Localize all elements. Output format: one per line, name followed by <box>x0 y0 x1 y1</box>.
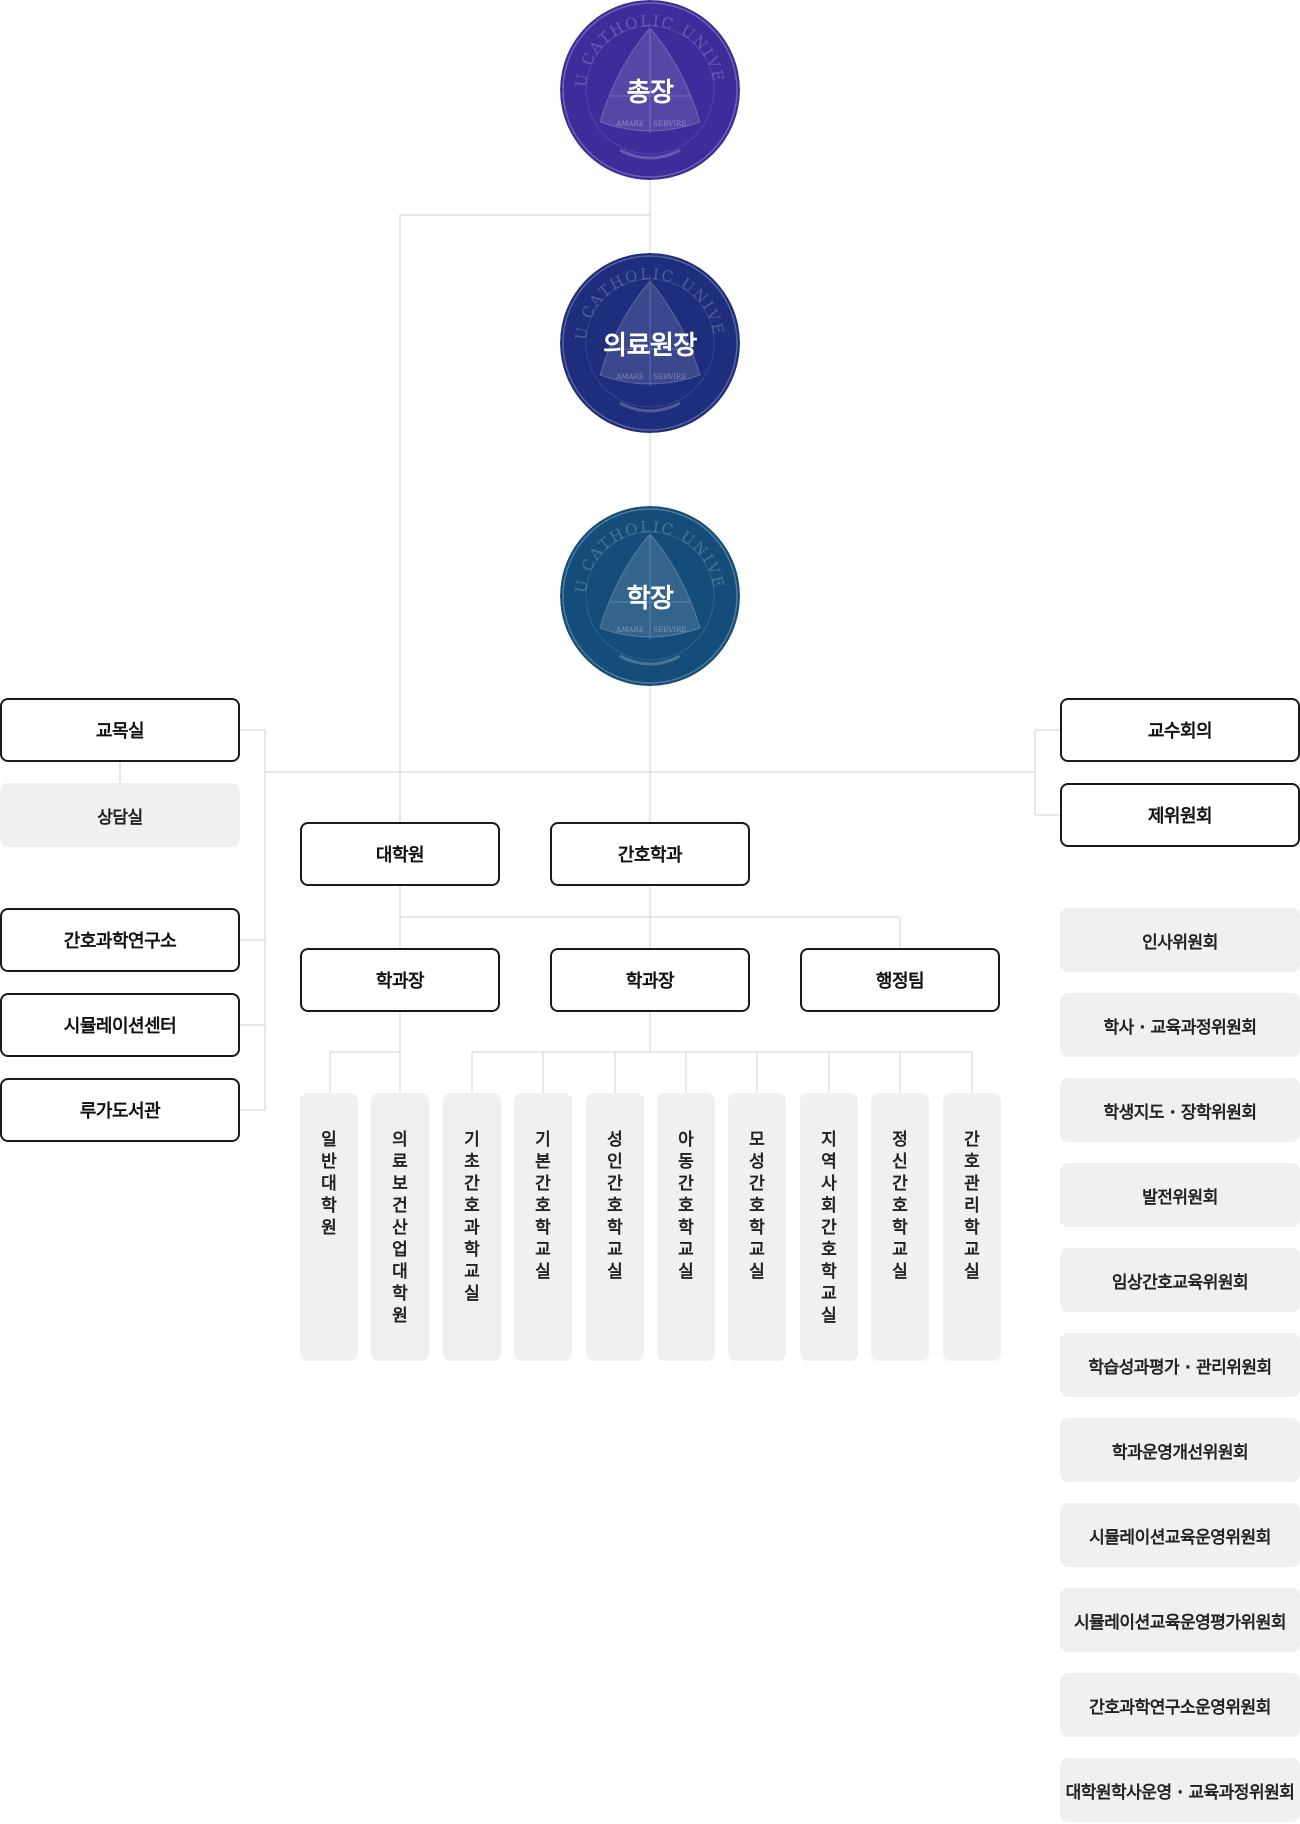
nursing-science-institute-box[interactable]: 간호과학연구소 <box>0 908 240 972</box>
simulation-center-label: 시뮬레이션센터 <box>63 1016 177 1037</box>
svg-text:AMARE: AMARE <box>615 373 644 381</box>
sub-unit-box[interactable]: 아동간호학교실 <box>657 1093 715 1361</box>
counseling-office-box[interactable]: 상담실 <box>0 783 240 847</box>
committee-label: 학생지도 · 장학위원회 <box>1103 1102 1257 1123</box>
committee-item[interactable]: 간호과학연구소운영위원회 <box>1060 1673 1300 1737</box>
committee-label: 간호과학연구소운영위원회 <box>1089 1697 1271 1718</box>
committee-label: 학습성과평가 · 관리위원회 <box>1088 1357 1272 1378</box>
nursing-department-box[interactable]: 간호학과 <box>550 822 750 886</box>
university-emblem-icon: DAEGU CATHOLIC UNIVERSITY AMARE SERVIRE <box>560 506 740 686</box>
medical-director-label: 의료원장 <box>603 330 697 361</box>
sub-unit-box[interactable]: 일반대학원 <box>300 1093 358 1361</box>
committee-label: 대학원학사운영 · 교육과정위원회 <box>1065 1782 1295 1803</box>
committee-label: 발전위원회 <box>1142 1187 1218 1208</box>
sub-unit-label: 일반대학원 <box>321 1130 337 1238</box>
luke-library-box[interactable]: 루가도서관 <box>0 1078 240 1142</box>
admin-team-label: 행정팀 <box>875 971 925 992</box>
dept-head-nursing-box[interactable]: 학과장 <box>550 948 750 1012</box>
counseling-office-label: 상담실 <box>97 807 143 828</box>
svg-text:SERVIRE: SERVIRE <box>653 373 686 381</box>
faculty-meeting-box[interactable]: 교수회의 <box>1060 698 1300 762</box>
graduate-school-box[interactable]: 대학원 <box>300 822 500 886</box>
committee-label: 시뮬레이션교육운영평가위원회 <box>1074 1612 1286 1633</box>
sub-unit-label: 의료보건산업대학원 <box>392 1130 408 1326</box>
committee-label: 시뮬레이션교육운영위원회 <box>1089 1527 1271 1548</box>
svg-text:SERVIRE: SERVIRE <box>653 120 686 128</box>
committee-item[interactable]: 대학원학사운영 · 교육과정위원회 <box>1060 1758 1300 1822</box>
president-label: 총장 <box>626 77 674 108</box>
chaplain-office-label: 교목실 <box>95 721 145 742</box>
emblem-fill <box>560 506 740 686</box>
committee-label: 임상간호교육위원회 <box>1111 1272 1249 1293</box>
university-emblem-icon: DAEGU CATHOLIC UNIVERSITY AMARE SERVIRE <box>560 0 740 180</box>
faculty-meeting-label: 교수회의 <box>1147 721 1213 742</box>
committee-item[interactable]: 학사 · 교육과정위원회 <box>1060 993 1300 1057</box>
svg-text:AMARE: AMARE <box>615 626 644 634</box>
committee-item[interactable]: 발전위원회 <box>1060 1163 1300 1227</box>
committees-box[interactable]: 제위원회 <box>1060 783 1300 847</box>
emblem-fill <box>560 253 740 433</box>
university-emblem-icon: DAEGU CATHOLIC UNIVERSITY AMARE SERVIRE <box>560 253 740 433</box>
sub-unit-box[interactable]: 기본간호학교실 <box>514 1093 572 1361</box>
graduate-school-label: 대학원 <box>375 845 425 866</box>
nursing-science-institute-label: 간호과학연구소 <box>63 931 177 952</box>
committee-item[interactable]: 임상간호교육위원회 <box>1060 1248 1300 1312</box>
committee-item[interactable]: 인사위원회 <box>1060 908 1300 972</box>
luke-library-label: 루가도서관 <box>79 1101 161 1122</box>
committee-label: 인사위원회 <box>1142 932 1218 953</box>
sub-unit-box[interactable]: 간호관리학교실 <box>943 1093 1001 1361</box>
sub-unit-label: 지역사회간호학교실 <box>821 1130 837 1326</box>
committee-item[interactable]: 시뮬레이션교육운영평가위원회 <box>1060 1588 1300 1652</box>
sub-unit-box[interactable]: 정신간호학교실 <box>871 1093 929 1361</box>
dept-head-graduate-label: 학과장 <box>375 971 425 992</box>
committees-label: 제위원회 <box>1147 806 1213 827</box>
dean-node[interactable]: DAEGU CATHOLIC UNIVERSITY AMARE SERVIRE … <box>560 506 740 686</box>
sub-unit-box[interactable]: 모성간호학교실 <box>728 1093 786 1361</box>
admin-team-box[interactable]: 행정팀 <box>800 948 1000 1012</box>
committee-label: 학과운영개선위원회 <box>1111 1442 1249 1463</box>
sub-unit-label: 성인간호학교실 <box>607 1130 623 1282</box>
dept-head-nursing-label: 학과장 <box>625 971 675 992</box>
sub-unit-box[interactable]: 지역사회간호학교실 <box>800 1093 858 1361</box>
president-node[interactable]: DAEGU CATHOLIC UNIVERSITY AMARE SERVIRE … <box>560 0 740 180</box>
committee-item[interactable]: 학생지도 · 장학위원회 <box>1060 1078 1300 1142</box>
sub-unit-label: 모성간호학교실 <box>749 1130 765 1282</box>
committee-item[interactable]: 학과운영개선위원회 <box>1060 1418 1300 1482</box>
sub-unit-box[interactable]: 성인간호학교실 <box>586 1093 644 1361</box>
sub-unit-label: 기초간호과학교실 <box>464 1130 480 1304</box>
committee-item[interactable]: 학습성과평가 · 관리위원회 <box>1060 1333 1300 1397</box>
sub-unit-label: 기본간호학교실 <box>535 1130 551 1282</box>
sub-unit-label: 아동간호학교실 <box>678 1130 694 1282</box>
medical-director-node[interactable]: DAEGU CATHOLIC UNIVERSITY AMARE SERVIRE … <box>560 253 740 433</box>
sub-unit-box[interactable]: 의료보건산업대학원 <box>371 1093 429 1361</box>
sub-unit-label: 정신간호학교실 <box>892 1130 908 1282</box>
dept-head-graduate-box[interactable]: 학과장 <box>300 948 500 1012</box>
svg-text:AMARE: AMARE <box>615 120 644 128</box>
svg-text:SERVIRE: SERVIRE <box>653 626 686 634</box>
sub-unit-label: 간호관리학교실 <box>964 1130 980 1282</box>
sub-unit-box[interactable]: 기초간호과학교실 <box>443 1093 501 1361</box>
committee-item[interactable]: 시뮬레이션교육운영위원회 <box>1060 1503 1300 1567</box>
emblem-fill <box>560 0 740 180</box>
dean-label: 학장 <box>626 583 674 614</box>
chaplain-office-box[interactable]: 교목실 <box>0 698 240 762</box>
committee-label: 학사 · 교육과정위원회 <box>1103 1017 1257 1038</box>
nursing-department-label: 간호학과 <box>617 845 683 866</box>
simulation-center-box[interactable]: 시뮬레이션센터 <box>0 993 240 1057</box>
